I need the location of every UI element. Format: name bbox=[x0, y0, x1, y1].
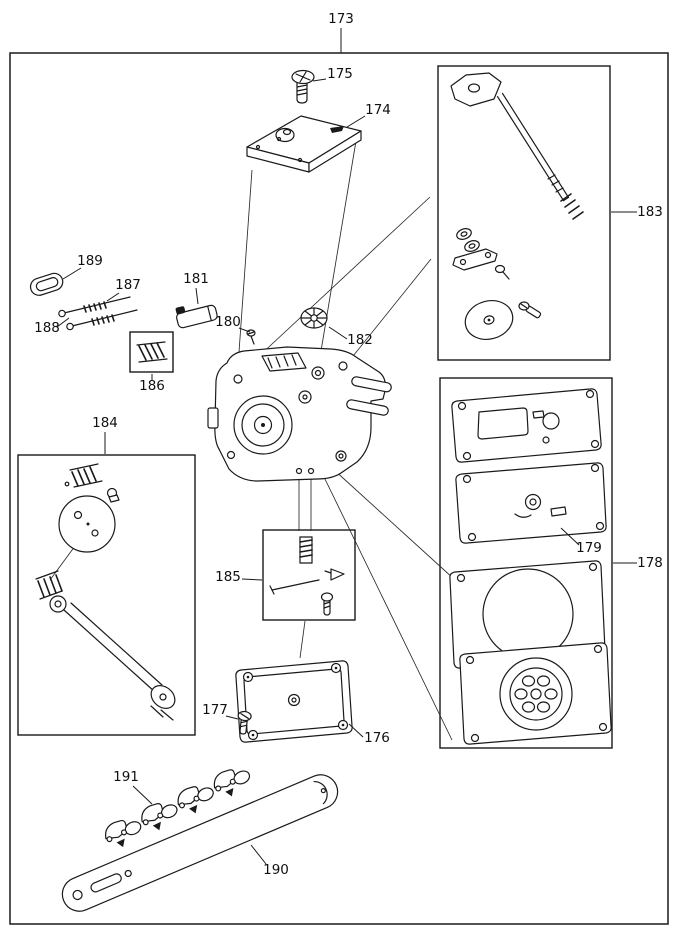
part-label-188: 188 bbox=[34, 320, 60, 336]
part-label-189: 189 bbox=[77, 253, 103, 269]
needle-kit-185 bbox=[269, 536, 345, 616]
spring-186 bbox=[136, 341, 168, 363]
part-label-185: 185 bbox=[215, 569, 241, 585]
part-label-178: 178 bbox=[637, 555, 663, 571]
part-label-180: 180 bbox=[215, 314, 241, 330]
needle-screw-188 bbox=[66, 309, 138, 331]
part-label-179: 179 bbox=[576, 540, 602, 556]
pump-cover-176 bbox=[235, 660, 353, 743]
part-label-186: 186 bbox=[139, 378, 165, 394]
carburetor-top-cover-174 bbox=[246, 115, 362, 173]
diagram-border bbox=[9, 52, 669, 925]
part-labels: 173 174 175 176 177 178 179 180 181 182 … bbox=[34, 11, 663, 878]
screw-177 bbox=[237, 710, 252, 735]
inset-box-184 bbox=[17, 454, 196, 736]
part-label-184: 184 bbox=[92, 415, 118, 431]
part-label-181: 181 bbox=[183, 271, 209, 287]
part-label-175: 175 bbox=[327, 66, 353, 82]
needle-screw-187 bbox=[58, 296, 131, 318]
saw-chain-191 bbox=[105, 769, 251, 848]
carburetor-body bbox=[207, 346, 392, 482]
inset-box-178 bbox=[439, 377, 613, 749]
metering-diaphragm-179 bbox=[455, 462, 607, 544]
part-label-176: 176 bbox=[364, 730, 390, 746]
screw-175 bbox=[291, 69, 315, 104]
screw-180 bbox=[246, 329, 256, 345]
construction-lines bbox=[238, 140, 455, 741]
part-label-174: 174 bbox=[365, 102, 391, 118]
inset-box-186 bbox=[129, 331, 174, 373]
valve-cylinder-181 bbox=[175, 304, 218, 329]
inset-box-183 bbox=[437, 65, 611, 361]
part-label-187: 187 bbox=[115, 277, 141, 293]
guide-bar-190 bbox=[61, 774, 339, 912]
part-label-173: 173 bbox=[328, 11, 354, 27]
adjuster-wheel-182 bbox=[300, 307, 328, 329]
part-label-183: 183 bbox=[637, 204, 663, 220]
pump-diaphragm bbox=[459, 642, 612, 745]
gasket-stack-178 bbox=[449, 388, 612, 745]
part-label-182: 182 bbox=[347, 332, 373, 348]
inset-box-185 bbox=[262, 529, 356, 621]
part-label-177: 177 bbox=[202, 702, 228, 718]
part-label-191: 191 bbox=[113, 769, 139, 785]
leader-lines bbox=[56, 28, 637, 865]
pump-assembly-184 bbox=[35, 463, 176, 721]
clip-189 bbox=[29, 272, 64, 296]
part-label-190: 190 bbox=[263, 862, 289, 878]
throttle-shaft-assembly-183 bbox=[450, 72, 584, 340]
